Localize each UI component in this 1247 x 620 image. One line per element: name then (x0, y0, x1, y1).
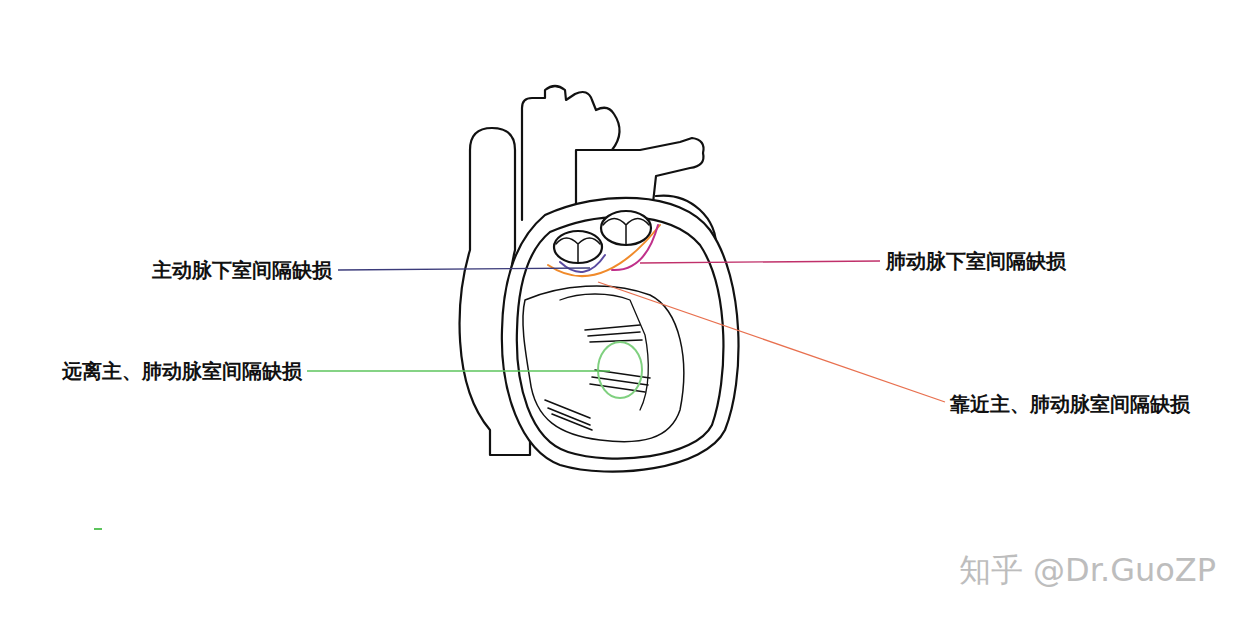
pulmonary-valve (601, 211, 651, 245)
ventricle-cavity (523, 286, 684, 442)
callout-label: 靠近主、肺动脉室间隔缺损 (948, 392, 1192, 416)
defect-mark (560, 255, 605, 272)
chordae (545, 325, 650, 430)
callout-label: 主动脉下室间隔缺损 (150, 258, 334, 282)
callout-label: 远离主、肺动脉室间隔缺损 (60, 359, 304, 383)
aortic-valve (554, 231, 602, 263)
stray-mark (94, 528, 102, 530)
leader-line (338, 268, 590, 270)
septum (560, 294, 648, 410)
callout-label: 肺动脉下室间隔缺损 (884, 249, 1068, 273)
defect-mark (598, 342, 642, 398)
watermark: 知乎 @Dr.GuoZP (957, 551, 1218, 589)
ventricle-wall (517, 217, 724, 459)
leader-line (307, 370, 610, 371)
leader-line (640, 261, 880, 263)
heart-outline (502, 198, 739, 472)
leader-line (598, 282, 945, 402)
